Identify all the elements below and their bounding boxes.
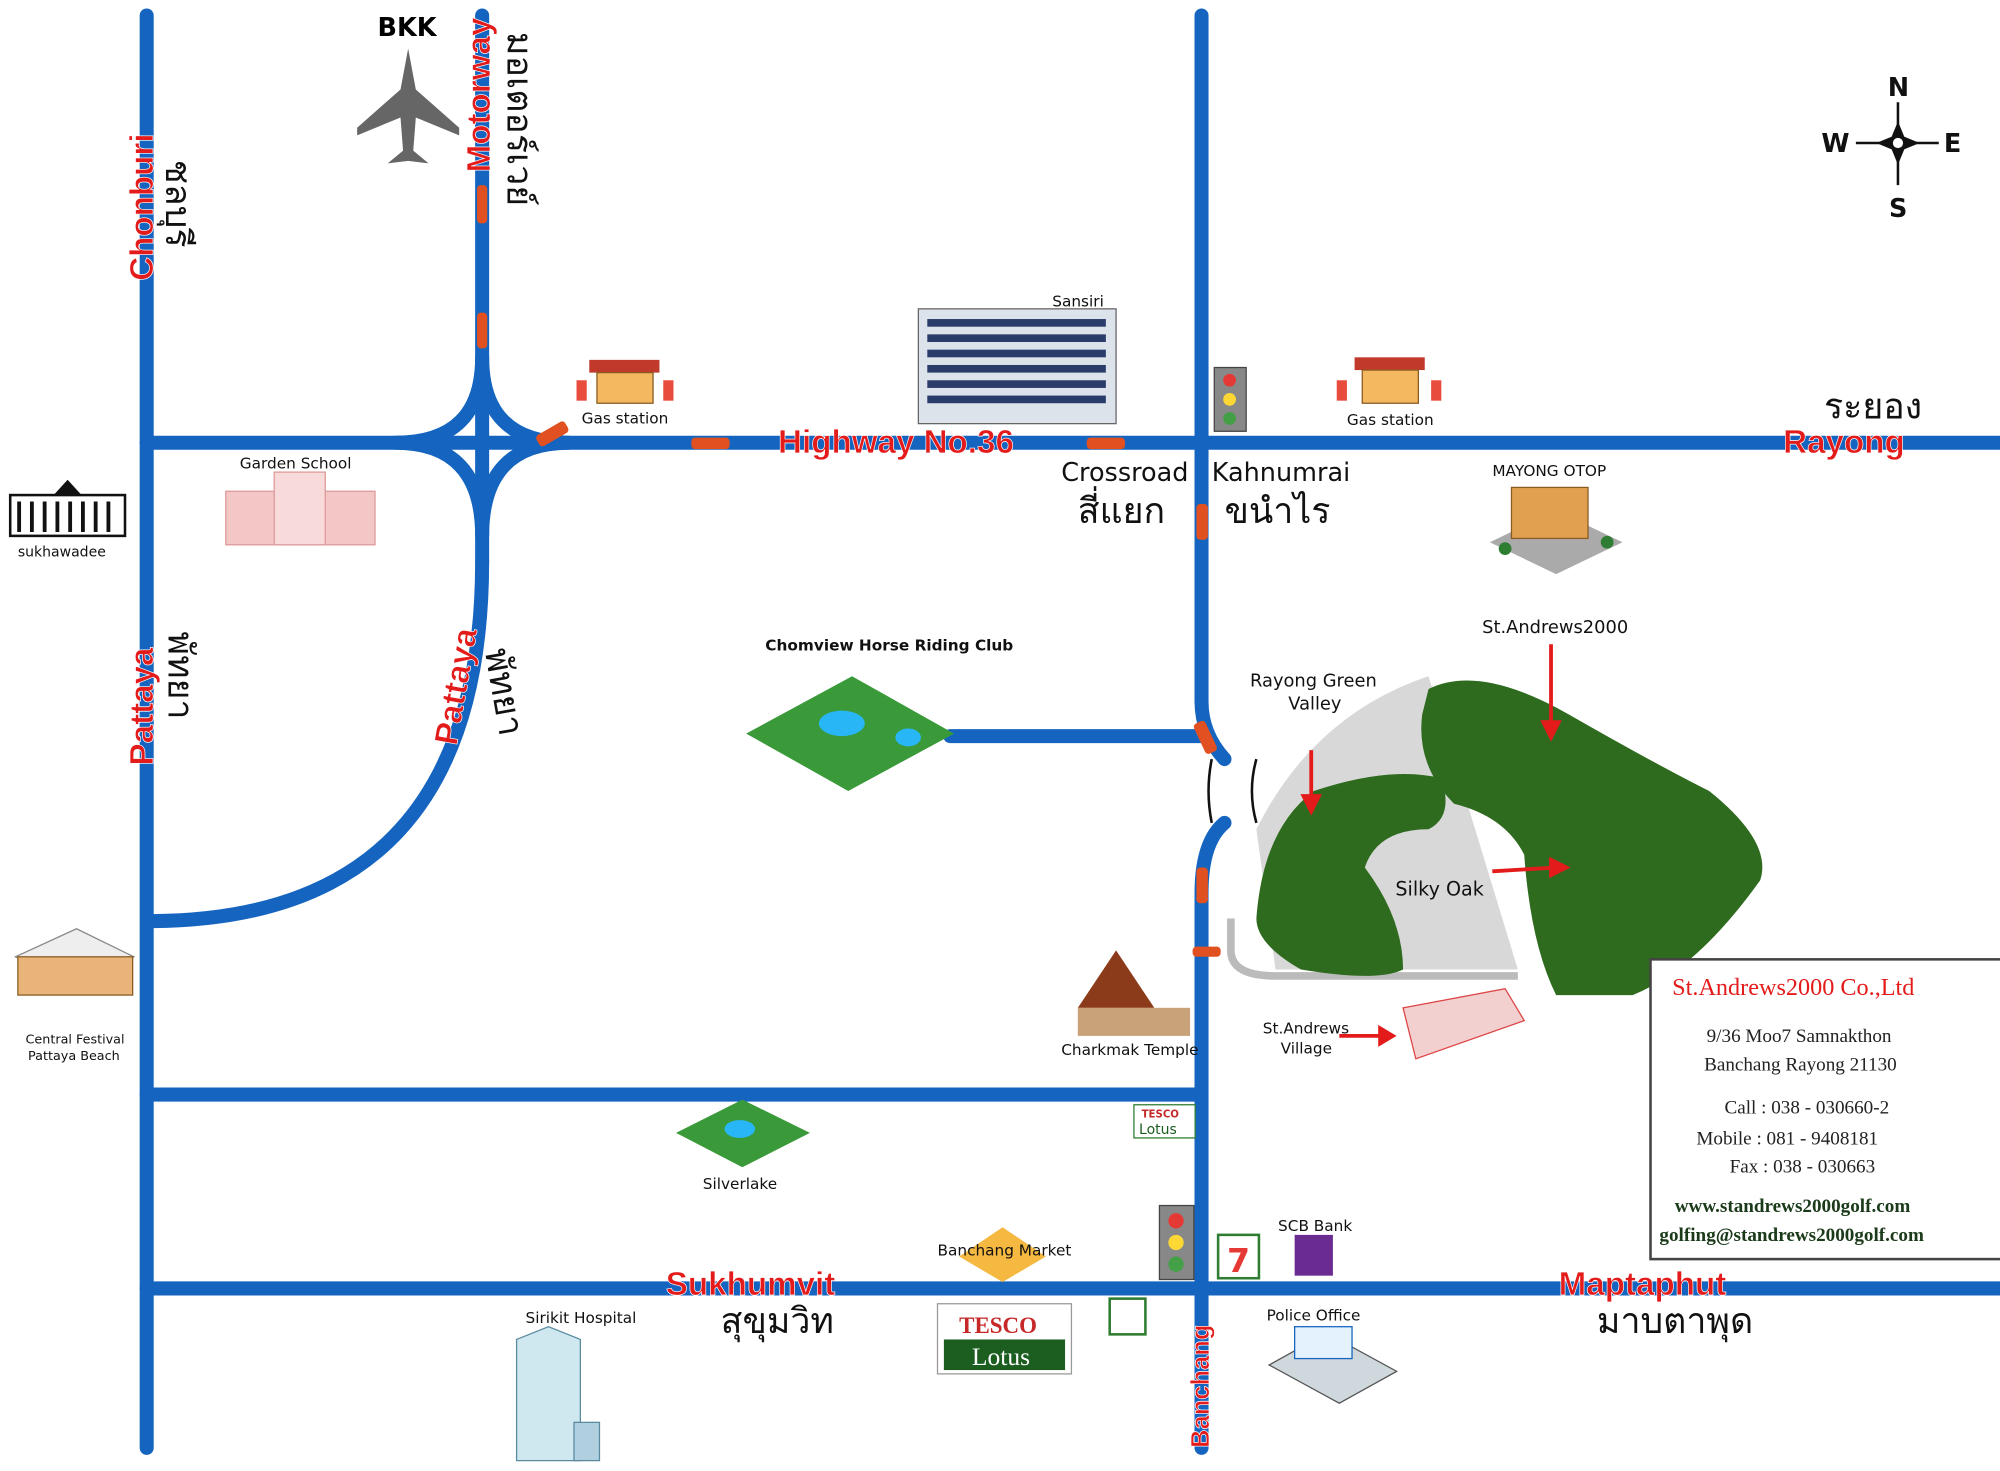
phone-call: Call : 038 - 030660-2: [1724, 1098, 1889, 1119]
label-banchang-market: Banchang Market: [938, 1241, 1072, 1259]
label-crossroad-th: สี่แยก: [1078, 486, 1165, 532]
label-rayong-th: ระยอง: [1824, 387, 1922, 428]
label-st-andrews: St.Andrews2000: [1482, 617, 1628, 638]
road-pattaya-curve: [146, 554, 490, 929]
label-rayong: Rayong: [1783, 424, 1905, 461]
label-silverlake: Silverlake: [703, 1175, 777, 1193]
label-central-2: Pattaya Beach: [28, 1049, 120, 1064]
compass-n: N: [1888, 73, 1909, 103]
label-highway-36: Highway No.36: [778, 424, 1014, 461]
road-interchange: [388, 350, 576, 543]
police-station-icon: [1267, 1326, 1399, 1404]
address-line-1: 9/36 Moo7 Samnakthon: [1707, 1026, 1892, 1047]
shop-icon: [1489, 486, 1623, 575]
label-pattaya-curve-th: พัทยา: [476, 645, 532, 739]
hospital-icon: [515, 1326, 601, 1462]
contact-info-box: St.Andrews2000 Co.,Ltd 9/36 Moo7 Samnakt…: [1649, 958, 2000, 1261]
cars: [477, 185, 1221, 957]
company-name: St.Andrews2000 Co.,Ltd: [1672, 974, 1914, 1001]
airplane-icon: [357, 48, 460, 164]
scb-bank-icon: [1294, 1234, 1333, 1276]
label-garden-school: Garden School: [240, 454, 352, 472]
lotus-small-text: Lotus: [1139, 1122, 1177, 1138]
golf-course: [1256, 676, 1763, 1060]
label-chonburi-th: ชลบุรี: [157, 160, 198, 248]
tesco-text: TESCO: [959, 1313, 1037, 1338]
seven-eleven-icon: 7: [1216, 1233, 1261, 1280]
label-central-1: Central Festival: [26, 1033, 125, 1048]
pointer-arrows: [1300, 644, 1571, 1047]
label-gas-station-2: Gas station: [1347, 411, 1434, 429]
gas-station-icon: [576, 359, 674, 404]
label-temple: Charkmak Temple: [1061, 1041, 1198, 1059]
traffic-light-icon: [1213, 366, 1247, 432]
label-rayong-green-valley-1: Rayong Green: [1250, 670, 1377, 691]
mall-icon: [13, 928, 136, 996]
label-sukhawadee: sukhawadee: [18, 544, 106, 560]
website-link[interactable]: www.standrews2000golf.com: [1675, 1196, 1911, 1217]
label-pattaya-th: พัทยา: [159, 632, 200, 720]
park-icon: [746, 676, 955, 791]
label-crossroad: Crossroad: [1061, 458, 1188, 488]
label-kahnumrai: Kahnumrai: [1212, 458, 1350, 488]
road-network: [139, 8, 2000, 1455]
label-maptaphut: Maptaphut: [1559, 1266, 1727, 1303]
label-chonburi: Chonburi: [124, 133, 161, 280]
label-village-2: Village: [1281, 1040, 1332, 1058]
market-icon: [959, 1227, 1046, 1283]
label-gas-station-1: Gas station: [582, 410, 669, 428]
traffic-light-icon: [1158, 1204, 1195, 1281]
label-sukhumvit: Sukhumvit: [666, 1266, 836, 1303]
label-bkk: BKK: [378, 13, 438, 43]
label-police: Police Office: [1267, 1306, 1361, 1324]
label-village-1: St.Andrews: [1263, 1019, 1349, 1037]
label-scb: SCB Bank: [1278, 1217, 1352, 1235]
label-mayong-otop: MAYONG OTOP: [1492, 462, 1606, 480]
email-link[interactable]: golfing@standrews2000golf.com: [1659, 1225, 1924, 1246]
label-sukhumvit-th: สุขุมวิท: [721, 1301, 834, 1342]
label-kahnumrai-th: ขนำไร: [1224, 490, 1330, 532]
address-line-2: Banchang Rayong 21130: [1704, 1054, 1897, 1075]
seven-eleven-icon: [1108, 1297, 1147, 1336]
label-banchang: Banchang: [1187, 1325, 1215, 1448]
temple-icon: [1077, 950, 1191, 1036]
label-motorway: Motorway: [461, 17, 498, 172]
compass-w: W: [1821, 129, 1849, 159]
tesco-lotus-logo: TESCO Lotus: [936, 1303, 1073, 1375]
compass-s: S: [1889, 194, 1907, 224]
tesco-small-text: TESCO: [1142, 1110, 1180, 1121]
gas-station-icon: [1336, 357, 1442, 404]
label-silky-oak: Silky Oak: [1395, 878, 1484, 901]
label-sansiri: Sansiri: [1052, 292, 1104, 310]
label-hospital: Sirikit Hospital: [526, 1309, 637, 1327]
tesco-lotus-small-logo: TESCO Lotus: [1133, 1104, 1196, 1139]
palace-icon: [8, 479, 127, 538]
compass-e: E: [1944, 129, 1961, 159]
label-pattaya: Pattaya: [124, 647, 161, 766]
school-icon: [225, 471, 376, 546]
label-motorway-th: มอเตอร์เวย์: [499, 32, 540, 206]
phone-fax: Fax : 038 - 030663: [1730, 1156, 1876, 1177]
compass-icon: N S E W: [1821, 73, 1961, 224]
phone-mobile: Mobile : 081 - 9408181: [1696, 1128, 1878, 1149]
seven-text: 7: [1227, 1241, 1250, 1280]
lotus-text: Lotus: [972, 1342, 1030, 1371]
label-horse-club: Chomview Horse Riding Club: [765, 637, 1013, 655]
label-rayong-green-valley-2: Valley: [1288, 693, 1342, 714]
label-maptaphut-th: มาบตาพุด: [1597, 1301, 1753, 1342]
park-icon: [676, 1099, 810, 1168]
building-icon: [917, 308, 1117, 425]
resort-road: [1227, 918, 1518, 980]
bridge: [1207, 758, 1258, 824]
